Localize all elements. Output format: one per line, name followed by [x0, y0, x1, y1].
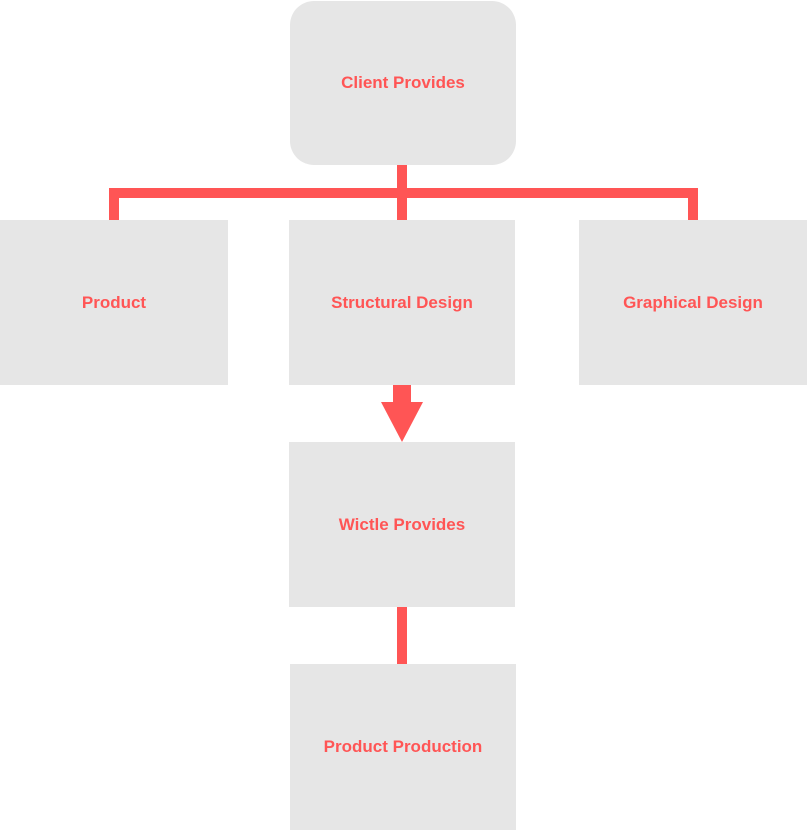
- node-label: Product: [81, 292, 147, 312]
- node-graphical-design[interactable]: Graphical Design: [579, 220, 807, 385]
- node-label: Structural Design: [331, 292, 473, 312]
- node-label: Graphical Design: [623, 292, 763, 312]
- node-wictle-provides[interactable]: Wictle Provides: [289, 442, 515, 607]
- node-client-provides[interactable]: Client Provides: [290, 1, 516, 165]
- node-product-production[interactable]: Product Production: [290, 664, 516, 830]
- arrow-head-icon: [381, 402, 423, 442]
- arrow-shaft: [393, 385, 411, 403]
- node-product[interactable]: Product: [0, 220, 228, 385]
- node-structural-design[interactable]: Structural Design: [289, 220, 515, 385]
- node-label: Product Production: [323, 737, 483, 756]
- node-label: Wictle Provides: [338, 514, 466, 534]
- node-label: Client Provides: [341, 73, 465, 92]
